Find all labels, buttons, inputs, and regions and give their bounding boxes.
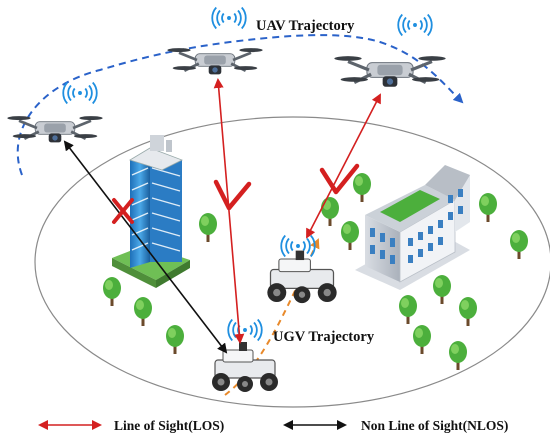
uav-trajectory-label: UAV Trajectory [256,18,355,34]
wifi-signal-icon [62,81,98,105]
robot-vehicle-icon [211,341,279,393]
nlos-link [63,140,228,354]
building-icon [355,165,470,290]
legend: Line of Sight(LOS) Non Line of Sight(NLO… [38,418,508,433]
robot-vehicle-icon [266,249,338,304]
x-mark-icon [112,198,134,224]
check-mark-icon [319,163,360,195]
check-mark-icon [213,179,252,211]
ground-area [34,116,550,408]
drone-icon [5,114,105,144]
drone-icon [332,54,448,89]
uav-trajectory-path [16,34,464,176]
ugv-trajectory-label: UGV Trajectory [273,329,375,345]
los-link [213,78,245,344]
los-link [306,93,381,239]
wifi-signal-icon [211,6,247,30]
legend-nlos-label: Non Line of Sight(NLOS) [361,418,508,433]
drone-icon [165,46,265,76]
wifi-signal-icon [227,318,263,342]
wifi-signal-icon [397,13,433,37]
legend-los-label: Line of Sight(LOS) [114,418,224,433]
